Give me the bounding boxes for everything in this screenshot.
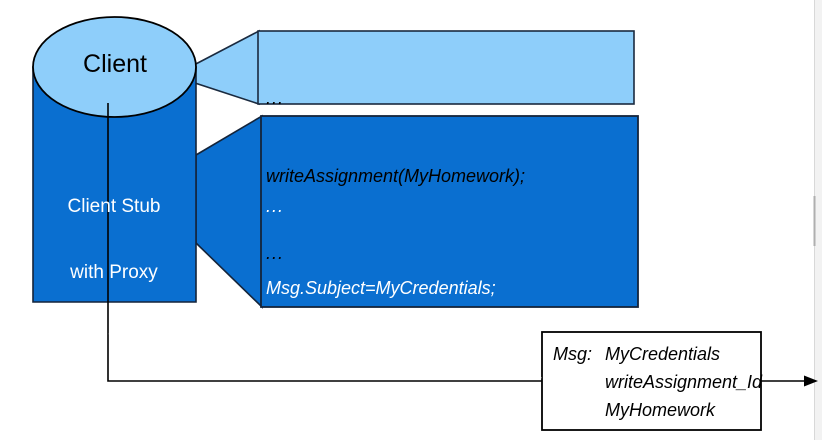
client-code-line-3: ...	[266, 243, 285, 264]
message-key-spacer-2	[553, 369, 605, 397]
message-key-spacer-3	[553, 397, 605, 425]
client-stub-label-line-2: with Proxy	[70, 262, 158, 284]
message-box-content: Msg: MyCredentials writeAssignment_Id My…	[553, 341, 762, 425]
client-stub-label: Client Stub with Proxy (here without PEP…	[30, 152, 198, 440]
client-callout-tail	[191, 29, 260, 106]
message-value-3: MyHomework	[605, 399, 716, 420]
outgoing-message-arrow-head	[804, 375, 818, 387]
client-callout-code: ... writeAssignment(MyHomework); ...	[266, 34, 525, 319]
client-code-line-2: writeAssignment(MyHomework);	[266, 165, 526, 186]
client-callout-box	[257, 30, 635, 105]
client-node-label: Client	[83, 50, 147, 78]
client-stub-label-line-1: Client Stub	[67, 196, 161, 218]
client-ellipse	[32, 16, 197, 118]
message-value-2: writeAssignment_Id	[605, 371, 763, 392]
message-value-1: MyCredentials	[605, 344, 721, 364]
stub-callout-code: ... Msg.Subject=MyCredentials; Msg.Metho…	[266, 138, 563, 440]
stub-code-line-3: Msg.Method_Id=writeAssignment_Id;	[266, 359, 563, 380]
message-key-label: Msg:	[553, 344, 593, 364]
stub-code-line-2: Msg.Subject=MyCredentials;	[266, 277, 496, 298]
client-stub-label-line-4: PEP and PDP)	[51, 394, 177, 416]
page-edge-strip	[815, 0, 822, 440]
stub-callout-tail	[195, 114, 263, 309]
client-code-line-1: ...	[266, 87, 285, 108]
stub-callout-box	[260, 115, 639, 308]
client-stub-lifeline	[107, 103, 542, 382]
message-row-2: writeAssignment_Id	[553, 369, 762, 397]
client-stub-label-line-3: (here without	[59, 328, 169, 350]
message-row-1: Msg: MyCredentials	[553, 341, 762, 369]
message-box	[541, 331, 762, 431]
stub-code-line-1: ...	[266, 195, 285, 216]
message-row-3: MyHomework	[553, 397, 762, 425]
